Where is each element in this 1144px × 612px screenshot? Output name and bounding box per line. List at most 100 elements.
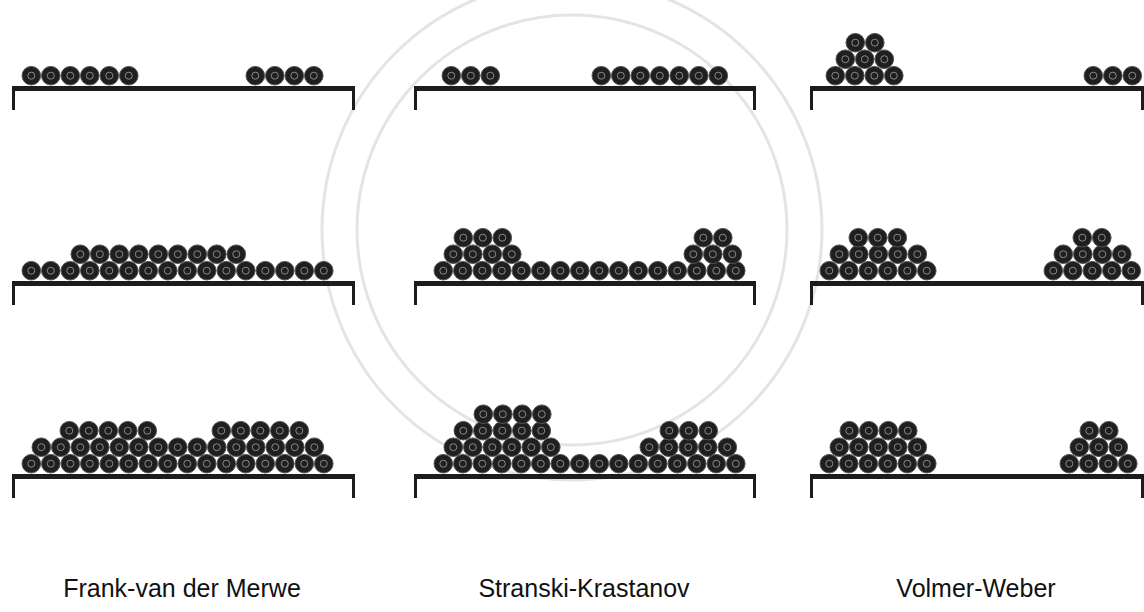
atom-core xyxy=(538,411,545,418)
atom xyxy=(533,405,552,424)
atom-core xyxy=(724,444,731,451)
atom-core xyxy=(96,251,103,258)
atom xyxy=(1099,454,1118,473)
substrate-edge xyxy=(1141,474,1144,498)
atom xyxy=(551,454,570,473)
atom-core xyxy=(66,427,73,434)
atom-core xyxy=(598,72,605,79)
atom-core xyxy=(242,267,249,274)
atom-core xyxy=(904,460,911,467)
atom xyxy=(629,454,648,473)
substrate-edge xyxy=(414,281,417,305)
atom xyxy=(918,261,937,280)
atom xyxy=(551,261,570,280)
atom-core xyxy=(499,411,506,418)
atom-core xyxy=(135,251,142,258)
atom xyxy=(571,261,590,280)
atom xyxy=(1104,66,1123,85)
atom xyxy=(503,245,522,264)
atom xyxy=(237,454,256,473)
atom-core xyxy=(301,267,308,274)
atom xyxy=(869,228,888,247)
atom-core xyxy=(489,251,496,258)
atom xyxy=(178,454,197,473)
atom xyxy=(610,261,629,280)
atom xyxy=(100,454,119,473)
atom xyxy=(493,261,512,280)
atom xyxy=(60,421,79,440)
atom-core xyxy=(320,460,327,467)
atom-core xyxy=(237,427,244,434)
atom xyxy=(1080,421,1099,440)
atom xyxy=(286,438,305,457)
atom xyxy=(612,66,631,85)
atom-core xyxy=(1060,251,1067,258)
atom xyxy=(208,438,227,457)
atom-core xyxy=(47,267,54,274)
atom xyxy=(169,245,188,264)
atom xyxy=(1064,261,1083,280)
atom xyxy=(227,438,246,457)
atom-core xyxy=(499,234,506,241)
atom-core xyxy=(1124,460,1131,467)
atom-core xyxy=(865,267,872,274)
atom xyxy=(100,66,119,85)
atom-core xyxy=(635,460,642,467)
substrate xyxy=(12,281,355,286)
atom xyxy=(512,261,531,280)
atom xyxy=(81,66,100,85)
atom-core xyxy=(842,56,849,63)
atom-core xyxy=(729,251,736,258)
atom xyxy=(1080,454,1099,473)
atom-core xyxy=(685,427,692,434)
atom xyxy=(91,245,110,264)
atom-core xyxy=(695,72,702,79)
atom xyxy=(266,438,285,457)
atom xyxy=(830,245,849,264)
atom xyxy=(139,261,158,280)
atom xyxy=(571,454,590,473)
atom-core xyxy=(923,267,930,274)
atom xyxy=(22,454,41,473)
atom-core xyxy=(96,444,103,451)
atom-core xyxy=(713,267,720,274)
atom-core xyxy=(845,267,852,274)
atom xyxy=(208,245,227,264)
atom xyxy=(71,245,90,264)
atom-core xyxy=(537,267,544,274)
atom xyxy=(699,421,718,440)
substrate xyxy=(810,281,1144,286)
atom xyxy=(1100,421,1119,440)
atom-core xyxy=(709,251,716,258)
atom xyxy=(660,438,679,457)
atom-core xyxy=(459,267,466,274)
atom-core xyxy=(281,460,288,467)
atom xyxy=(22,261,41,280)
atom xyxy=(532,454,551,473)
atom-core xyxy=(203,267,210,274)
atom xyxy=(680,421,699,440)
atom xyxy=(130,438,149,457)
atom xyxy=(32,438,51,457)
atom-core xyxy=(223,460,230,467)
atom xyxy=(727,454,746,473)
atom xyxy=(483,438,502,457)
substrate-edge xyxy=(1141,281,1144,305)
atom xyxy=(879,454,898,473)
atom-core xyxy=(576,460,583,467)
atom xyxy=(826,66,845,85)
atom-core xyxy=(508,444,515,451)
atom-core xyxy=(459,460,466,467)
atom xyxy=(276,261,295,280)
atom-core xyxy=(213,251,220,258)
atom-core xyxy=(106,72,113,79)
atom xyxy=(513,405,532,424)
atom xyxy=(850,245,869,264)
atom-core xyxy=(845,460,852,467)
atom-core xyxy=(67,460,74,467)
atom xyxy=(889,245,908,264)
atom xyxy=(856,50,875,69)
atom xyxy=(290,421,309,440)
atom xyxy=(454,261,473,280)
atom xyxy=(885,66,904,85)
